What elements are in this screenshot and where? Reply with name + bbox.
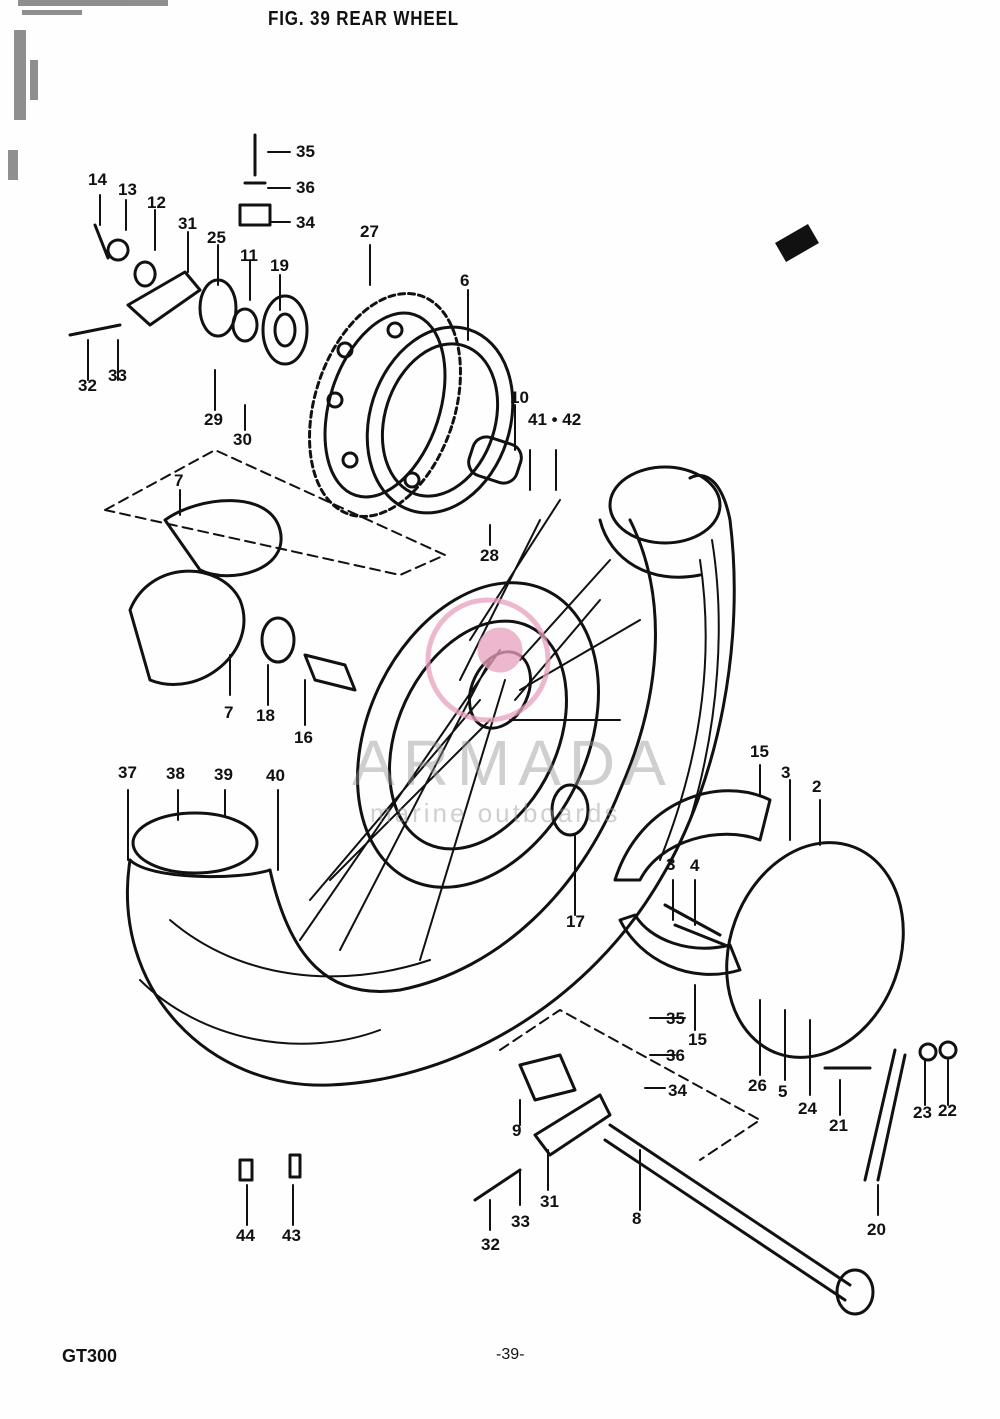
callout-15-bottom: 15 [688,1030,707,1049]
bracket-group-dashed [499,1009,761,1161]
callout-18: 18 [256,706,275,725]
callout-30: 30 [233,430,252,449]
sprocket-27 [308,292,462,518]
callout-9: 9 [512,1121,522,1140]
callout-32-top: 32 [78,376,97,395]
nut-22 [938,1040,958,1060]
callout-11: 11 [240,246,258,265]
callout-31-top: 31 [178,214,197,233]
callout-6: 6 [460,271,470,290]
spacer-9 [518,1053,577,1102]
leader-lines [87,151,949,1231]
callout-21: 21 [829,1116,848,1135]
callout-3-top: 3 [781,763,791,782]
callout-38: 38 [166,764,185,783]
callout-33-top: 33 [108,366,127,385]
watermark-brand: ARMADA [352,727,674,799]
callout-41-42: 41 • 42 [528,410,582,429]
bolt-32-bottom [473,1168,522,1202]
callout-19: 19 [270,256,289,275]
callout-20: 20 [867,1220,886,1239]
callout-14: 14 [88,170,107,189]
callout-27: 27 [360,222,379,241]
brake-shoe-15-upper [613,789,772,882]
chain-adjuster-31-bottom [533,1093,612,1157]
axle-nut-8 [835,1268,875,1316]
valve-44 [238,1158,254,1182]
callout-28: 28 [480,546,499,565]
callout-23: 23 [913,1103,932,1122]
callout-36-top: 36 [296,178,315,197]
damper-group-7 [104,449,446,686]
callout-29: 29 [204,410,223,429]
callout-33-bottom: 33 [511,1212,530,1231]
axle-8 [603,1123,852,1302]
callout-31-bottom: 31 [540,1192,559,1211]
cam-4 [663,903,727,947]
page-number: -39- [496,1346,525,1363]
callout-26: 26 [748,1076,767,1095]
callout-10: 10 [510,388,529,407]
callout-40: 40 [266,766,285,785]
valve-43 [288,1153,302,1179]
callout-35-bottom: 35 [666,1009,685,1028]
watermark-tagline: marine outboards [370,798,621,828]
brake-arm-20 [823,1048,907,1182]
brake-panel-2 [725,841,905,1059]
model-label: GT300 [62,1346,118,1366]
callout-24: 24 [798,1099,817,1118]
callout-7-bottom: 7 [224,703,234,722]
callout-7-top: 7 [174,471,184,490]
callout-13: 13 [118,180,137,199]
rim-and-spokes [299,499,641,961]
callout-22: 22 [938,1101,957,1120]
callout-16: 16 [294,728,313,747]
bearing-17 [550,783,590,837]
callout-37: 37 [118,763,137,782]
callout-44: 44 [236,1226,255,1245]
callout-43: 43 [282,1226,301,1245]
brake-shoe-15-lower [618,913,742,976]
spacer-16 [303,653,357,692]
callout-34-bottom: 34 [668,1081,687,1100]
bolt-32-top [68,323,122,337]
bearing-18 [260,616,296,664]
callout-39: 39 [214,765,233,784]
figure-title: FIG. 39 REAR WHEEL [268,8,459,30]
callout-17: 17 [566,912,585,931]
callout-4: 4 [690,856,700,875]
callout-15-top: 15 [750,742,769,761]
callout-12: 12 [147,193,166,212]
callout-32-bottom: 32 [481,1235,500,1254]
scan-smudge [8,0,168,180]
chain-adjuster-31-top [126,270,202,327]
callout-35-top: 35 [296,142,315,161]
callout-8: 8 [632,1209,642,1228]
callout-2: 2 [812,777,822,796]
tire-37 [126,473,736,1087]
bolt-35-top [238,133,272,227]
inner-tube-38 [131,465,722,875]
callout-3-bottom: 3 [666,855,676,874]
callout-34-top: 34 [296,213,315,232]
callout-25: 25 [207,228,226,247]
nut-12-13-14 [93,223,157,288]
callout-36-bottom: 36 [666,1046,685,1065]
sprocket-hub-6 [365,325,523,515]
callout-5: 5 [778,1082,788,1101]
decal-mark [775,223,819,263]
washer-23 [918,1042,938,1062]
